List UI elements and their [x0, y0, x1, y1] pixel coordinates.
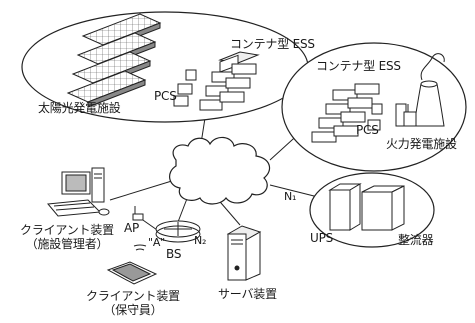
node-n2-label: N₂ — [194, 234, 207, 247]
solar-panel-array — [66, 13, 162, 108]
thermal-ess-label: コンテナ型 ESS — [316, 59, 401, 73]
thermal-site-label: 火力発電施設 — [386, 137, 457, 151]
ups-unit — [328, 183, 362, 231]
client-pc-label-line2: （施設管理者） — [25, 237, 109, 251]
ups-label: UPS — [310, 231, 334, 245]
client-tablet — [106, 244, 158, 285]
thermal-ess-containers — [311, 83, 383, 143]
network-cloud — [169, 136, 271, 205]
client-pc — [47, 167, 110, 217]
solar-ess-label: コンテナ型 ESS — [230, 37, 315, 51]
node-n1-label: N₁ — [284, 190, 297, 203]
solar-ess-containers — [173, 51, 260, 111]
client-tablet-label-line2: （保守員） — [103, 303, 163, 317]
ap-label: AP — [124, 221, 140, 235]
solar-site-label: 太陽光発電施設 — [38, 101, 121, 115]
base-station — [155, 220, 201, 243]
thermal-power-plant — [395, 53, 445, 127]
client-pc-label-line1: クライアント装置 — [20, 223, 114, 237]
server — [226, 225, 262, 281]
bs-label: BS — [166, 247, 182, 261]
rectifier-label: 整流器 — [398, 233, 434, 247]
server-label: サーバ装置 — [218, 287, 277, 301]
bs-mark-label: "A" — [148, 236, 166, 249]
client-tablet-label-line1: クライアント装置 — [86, 289, 180, 303]
access-point — [132, 206, 144, 221]
thermal-pcs-label: PCS — [356, 123, 379, 137]
rectifier-unit — [361, 185, 405, 231]
solar-pcs-label: PCS — [154, 89, 177, 103]
